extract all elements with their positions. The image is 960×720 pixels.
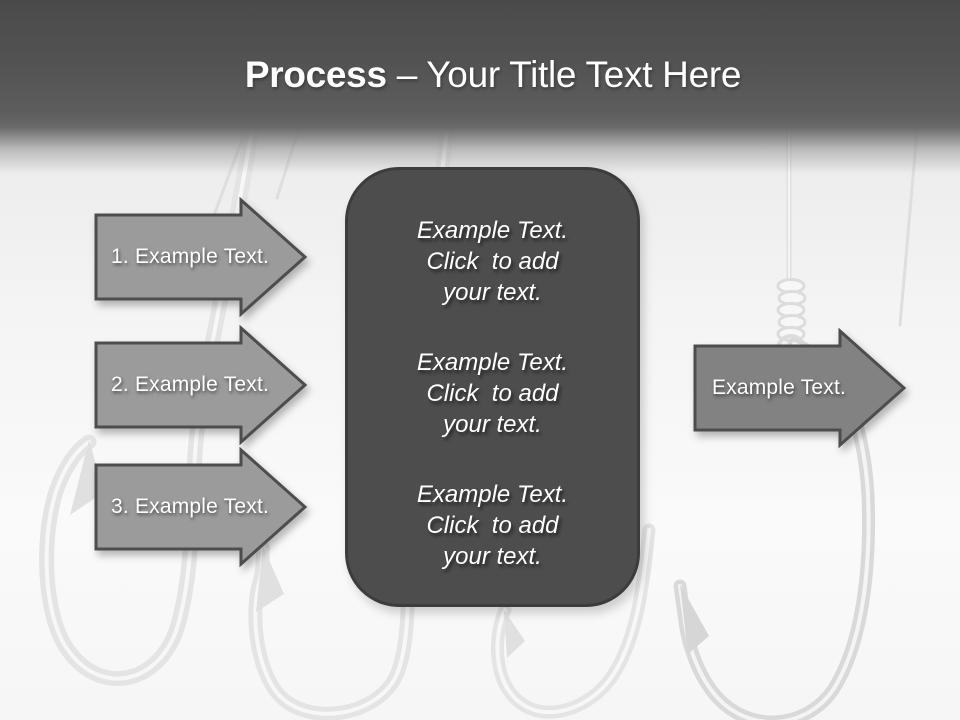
process-step-arrow-1[interactable]: 1. Example Text. (94, 197, 308, 317)
description-text-3[interactable]: Example Text. Click to add your text. (416, 481, 569, 570)
fishing-hook-under-box (491, 523, 656, 719)
right-arrow-shape-icon (94, 447, 308, 567)
process-step-arrow-2[interactable]: 2. Example Text. (94, 325, 308, 445)
right-arrow-shape-icon (94, 197, 308, 317)
result-arrow-label: Example Text. (711, 376, 847, 399)
description-box[interactable]: Example Text. Click to add your text. Ex… (345, 167, 640, 607)
process-step-arrow-3[interactable]: 3. Example Text. (94, 447, 308, 567)
title-bar: Process – Your Title Text Here (0, 0, 960, 178)
title-emphasis: Process (244, 54, 387, 95)
right-arrow-shape-icon (693, 328, 907, 448)
step-3-label: 3. Example Text. (111, 495, 270, 518)
right-arrow-shape-icon (94, 325, 308, 445)
step-2-label: 2. Example Text. (111, 373, 270, 396)
title-rest: – Your Title Text Here (396, 54, 742, 95)
step-1-label: 1. Example Text. (111, 245, 270, 268)
result-arrow[interactable]: Example Text. (693, 328, 907, 448)
description-text-1[interactable]: Example Text. Click to add your text. (416, 217, 569, 306)
description-text-2[interactable]: Example Text. Click to add your text. (416, 349, 569, 438)
slide-title[interactable]: Process – Your Title Text Here (13, 50, 960, 100)
